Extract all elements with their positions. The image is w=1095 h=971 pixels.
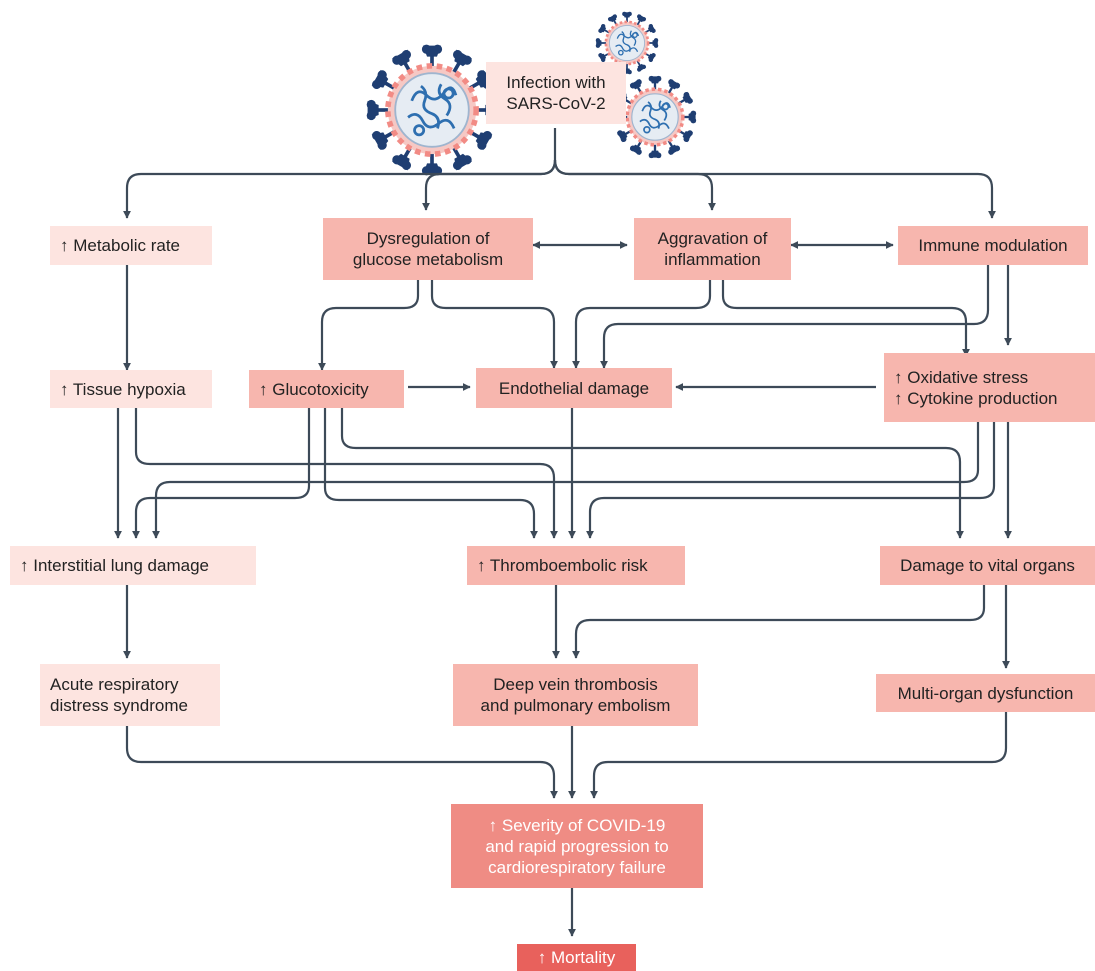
arrow-glucose-endothelial: [430, 280, 558, 369]
arrow-ards-severity: [125, 726, 558, 799]
vital-organs-node: Damage to vital organs: [880, 546, 1095, 585]
mortality-node: ↑ Mortality: [517, 944, 636, 971]
immune-modulation-node: Immune modulation: [898, 226, 1088, 265]
virus-icon: [369, 47, 496, 174]
ards-node: Acute respiratory distress syndrome: [40, 664, 220, 726]
tissue-hypoxia-node: ↑ Tissue hypoxia: [50, 370, 212, 408]
arrow-glucotoxicity-lung: [132, 408, 311, 539]
interstitial-lung-damage-node: ↑ Interstitial lung damage: [10, 546, 256, 585]
glucotoxicity-node: ↑ Glucotoxicity: [249, 370, 404, 408]
thromboembolic-risk-node: ↑ Thromboembolic risk: [467, 546, 685, 585]
arrow-hypoxia-thrombo: [134, 408, 558, 539]
arrow-infection: [553, 159, 996, 219]
multi-organ-dysfunction-node: Multi-organ dysfunction: [876, 674, 1095, 712]
arrow-infection: [422, 159, 557, 211]
arrow-glucotoxicity-organs: [340, 408, 964, 539]
glucose-dysregulation-node: Dysregulation of glucose metabolism: [323, 218, 533, 280]
metabolic-rate-node: ↑ Metabolic rate: [50, 226, 212, 265]
arrow-glucotoxicity-thrombo: [323, 408, 538, 539]
arrow-inflammation-endothelial: [572, 280, 712, 369]
endothelial-damage-node: Endothelial damage: [476, 368, 672, 408]
arrow-glucose-glucotoxicity: [318, 280, 420, 371]
arrow-oxidative-lung: [152, 422, 980, 539]
dvt-pe-node: Deep vein thrombosis and pulmonary embol…: [453, 664, 698, 726]
oxidative-stress-node: ↑ Oxidative stress ↑ Cytokine production: [884, 353, 1095, 422]
arrow-immune-endothelial: [600, 265, 990, 369]
arrow-infection: [553, 159, 716, 211]
arrow-oxidative-thrombo: [586, 422, 996, 539]
arrow-organs-dvt: [572, 585, 986, 659]
inflammation-node: Aggravation of inflammation: [634, 218, 791, 280]
infection-node: Infection with SARS-CoV-2: [486, 62, 626, 124]
severity-node: ↑ Severity of COVID-19 and rapid progres…: [451, 804, 703, 888]
arrow-inflammation-oxidative: [721, 280, 970, 357]
virus-icon: [615, 77, 695, 157]
arrow-multiorgan-severity: [590, 712, 1008, 799]
